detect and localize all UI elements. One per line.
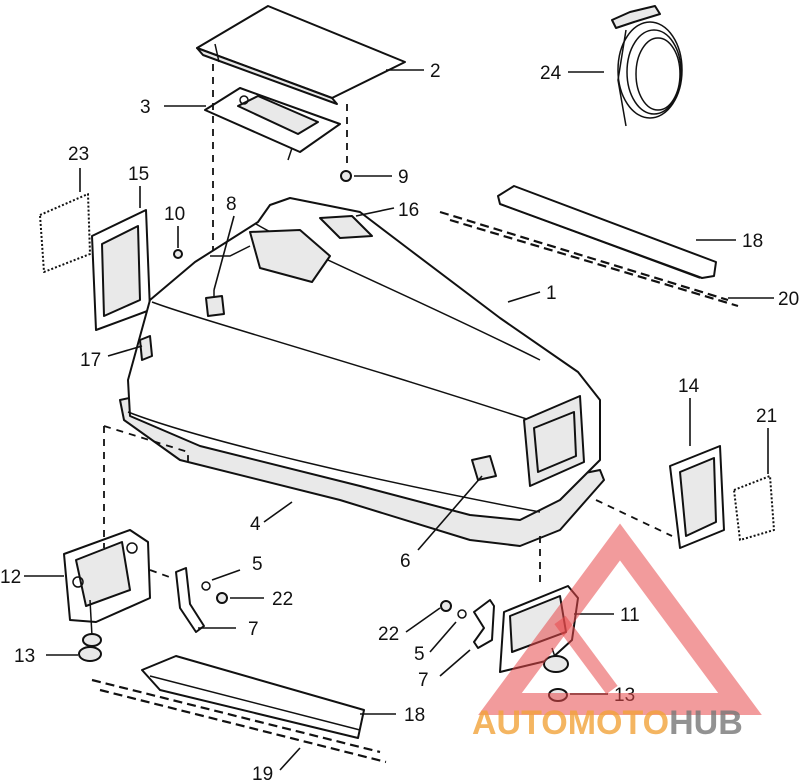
label-16: 16 [398,200,419,221]
label-17: 17 [80,350,101,371]
label-7-left: 7 [248,619,259,640]
label-3: 3 [140,97,151,118]
svg-text:AUTOMOTOHUB: AUTOMOTOHUB [472,704,743,742]
label-6: 6 [400,551,411,572]
label-18-bottom: 18 [404,705,425,726]
label-23: 23 [68,144,89,165]
part-21-pad [733,475,775,541]
part-24-cable [611,5,683,127]
assembly-lines [91,64,739,764]
part-10-screw [173,249,183,259]
label-5-left: 5 [252,554,263,575]
label-14: 14 [678,376,700,397]
part-22-screw-right [440,600,452,612]
label-9: 9 [398,167,409,188]
label-10: 10 [164,204,185,225]
label-11: 11 [620,605,640,626]
label-15: 15 [128,164,149,185]
part-2-top-cover [196,5,406,105]
part-7-clip-left [175,567,205,633]
part-3-frame [204,87,341,161]
label-18-top: 18 [742,231,763,252]
part-18-rail-top [497,185,717,279]
watermark-text-auto: AUTO [472,704,568,742]
watermark-text-moto: MOTO [568,704,669,742]
label-21: 21 [756,406,777,427]
part-5-washer-left [201,581,211,591]
part-9-screw [340,170,352,182]
part-23-pad [39,193,91,273]
part-18-rail-bottom [141,655,365,739]
label-20: 20 [778,289,799,310]
part-15-panel [91,209,151,331]
label-5-right: 5 [414,644,425,665]
part-13-bumper-left [78,646,102,662]
label-19: 19 [252,764,273,784]
label-22-right: 22 [378,624,399,645]
label-7-right: 7 [418,670,429,691]
leader-lines [24,69,774,771]
label-4: 4 [250,514,261,535]
part-11-bracket [499,585,579,673]
part-22-screw-left [216,592,228,604]
part-12-bracket [63,529,151,647]
label-22-left: 22 [272,589,293,610]
label-24: 24 [540,63,562,84]
part-7-clip-right [473,599,495,649]
label-13-left: 13 [14,646,35,667]
label-8: 8 [226,194,237,215]
part-14-panel [669,445,725,549]
watermark-text-hub: HUB [669,704,743,742]
label-2: 2 [430,61,441,82]
part-5-washer-right [457,609,467,619]
label-12: 12 [0,567,21,588]
part-1-main-cowl [119,197,605,547]
label-1: 1 [546,283,557,304]
watermark-logo: AUTOMOTOHUB [472,523,762,742]
